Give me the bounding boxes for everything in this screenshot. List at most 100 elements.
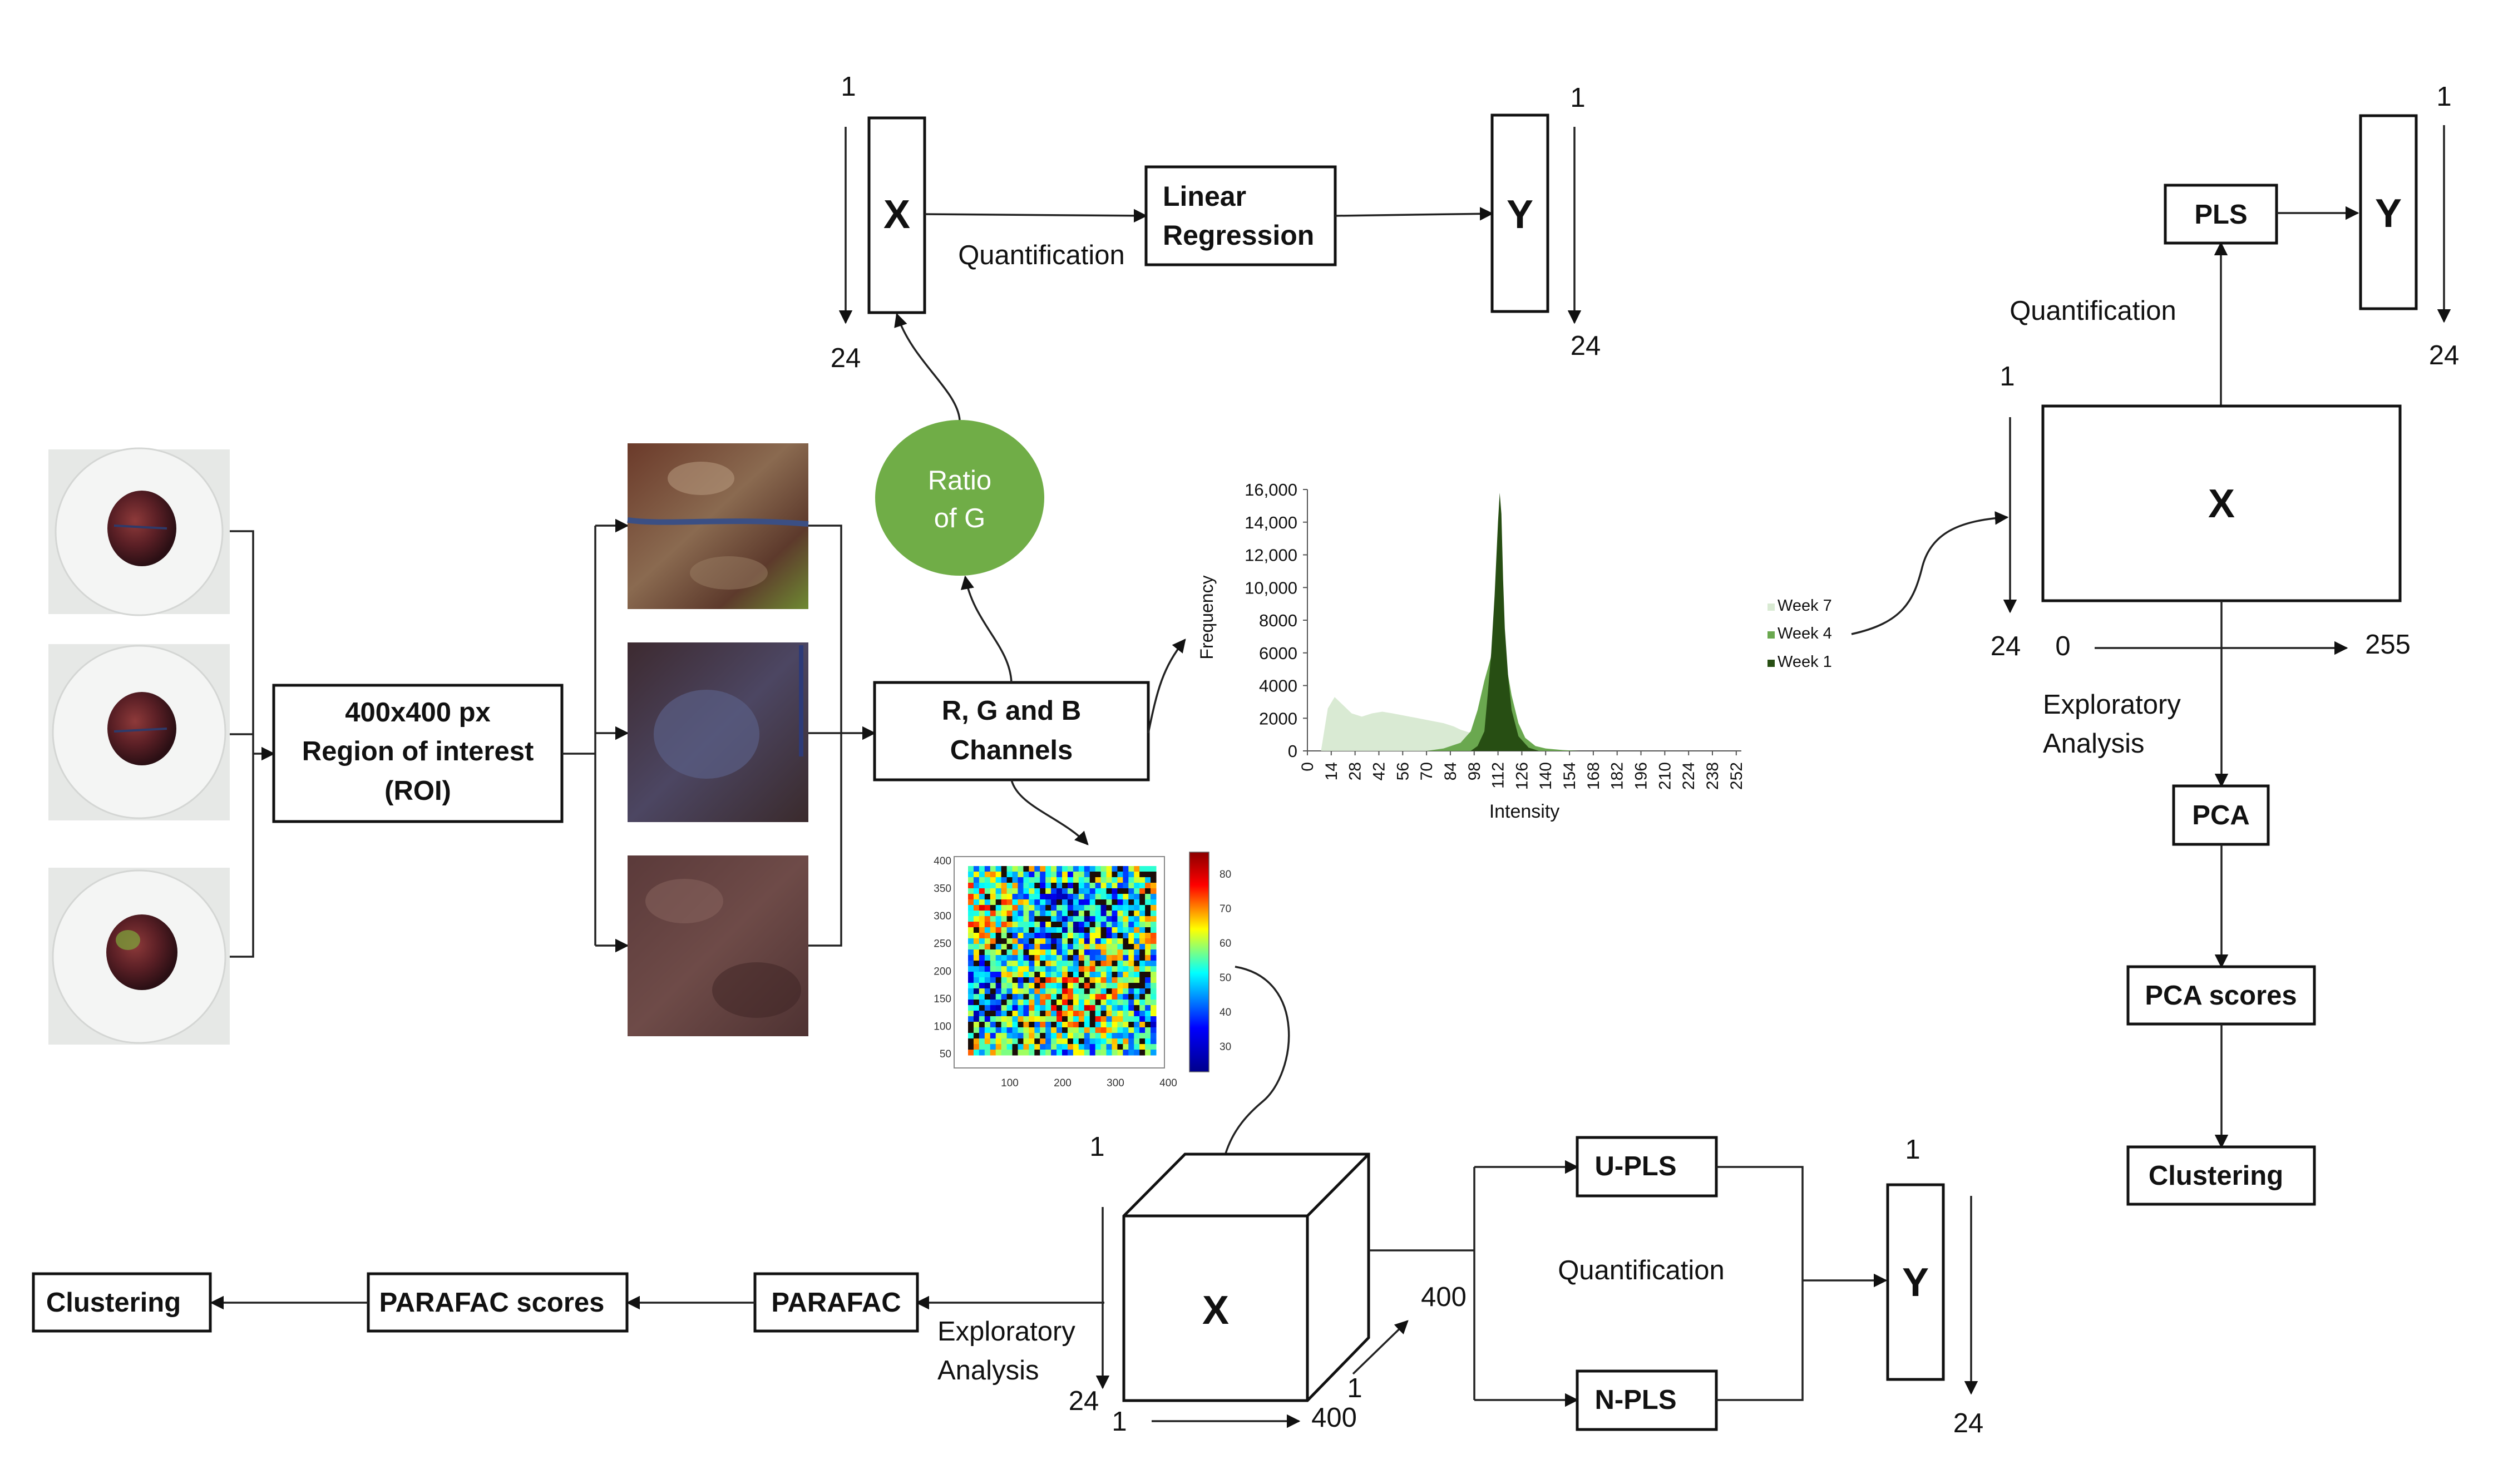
heatmap-cell (1089, 1033, 1096, 1039)
heatmap-cell (1134, 933, 1140, 939)
heatmap-cell (984, 888, 991, 894)
heatmap-cell (1029, 877, 1035, 883)
heatmap-cell (1100, 1027, 1107, 1033)
heatmap-cell (1084, 922, 1090, 928)
heatmap-cell (990, 1033, 996, 1039)
heatmap-cell (1100, 1022, 1107, 1028)
heatmap-cell (973, 944, 980, 950)
heatmap-cell (1023, 961, 1029, 967)
heatmap-cell (1045, 933, 1051, 939)
svg-text:Clustering: Clustering (2149, 1161, 2283, 1191)
heatmap-cell (1100, 1016, 1107, 1022)
histogram-series-week7 (1307, 697, 1580, 751)
heatmap-cell (1145, 1000, 1151, 1006)
heatmap-cell (1045, 944, 1051, 950)
heatmap-cell (1029, 1022, 1035, 1028)
heatmap-cell (1123, 1038, 1129, 1045)
heatmap-cell (1089, 927, 1096, 933)
heatmap-cell (1078, 922, 1085, 928)
heatmap-cell (1062, 1016, 1068, 1022)
heatmap-cell (1056, 894, 1063, 900)
heatmap-cell (1051, 966, 1057, 972)
heatmap-cell (1012, 1022, 1018, 1028)
heatmap-cell (968, 955, 974, 961)
heatmap-cell (1034, 949, 1040, 956)
heatmap-cell (1145, 983, 1151, 989)
heatmap-cell (1056, 938, 1063, 944)
heatmap-cell (1029, 977, 1035, 983)
heatmap-cell (1056, 1033, 1063, 1039)
heatmap-cell (1151, 994, 1157, 1000)
heatmap-cell (1139, 994, 1146, 1000)
heatmap-cell (1006, 911, 1013, 917)
heatmap-cell (1023, 938, 1029, 944)
heatmap-cell (1012, 877, 1018, 883)
heatmap-cell (1040, 966, 1046, 972)
heatmap-cell (1128, 1005, 1134, 1011)
heatmap-cell (1067, 927, 1074, 933)
heatmap-cell (1062, 994, 1068, 1000)
heatmap-cell (1117, 933, 1123, 939)
heatmap-y-tick: 350 (934, 883, 951, 895)
heatmap-cell (1095, 977, 1102, 983)
heatmap-cell (1117, 911, 1123, 917)
heatmap-cell (1045, 888, 1051, 894)
heatmap-cell (1056, 955, 1063, 961)
heatmap-cell (1012, 911, 1018, 917)
heatmap-cell (1117, 866, 1123, 872)
svg-text:Analysis: Analysis (2043, 729, 2144, 759)
heatmap-cell (1123, 883, 1129, 889)
heatmap-cell (979, 988, 985, 995)
heatmap-cell (973, 955, 980, 961)
heatmap-cell (1139, 949, 1146, 956)
heatmap-cell (984, 1005, 991, 1011)
heatmap-cell (1151, 922, 1157, 928)
heatmap-cell (1001, 1038, 1008, 1045)
heatmap-cell (1112, 1011, 1118, 1017)
heatmap-cell (1145, 883, 1151, 889)
heatmap-cell (1084, 1050, 1090, 1056)
heatmap-cell (1029, 922, 1035, 928)
heatmap-cell (1106, 888, 1112, 894)
heatmap-cell (1139, 877, 1146, 883)
heatmap-cell (1117, 899, 1123, 906)
heatmap-cell (1045, 955, 1051, 961)
heatmap-cell (968, 966, 974, 972)
heatmap-cell (1134, 994, 1140, 1000)
svg-text:PCA scores: PCA scores (2145, 981, 2297, 1011)
heatmap-cell (1040, 1000, 1046, 1006)
heatmap-cell (1034, 988, 1040, 995)
heatmap-cell (1029, 894, 1035, 900)
heatmap-cell (1062, 877, 1068, 883)
heatmap-cell (1112, 961, 1118, 967)
heatmap-cell (1151, 933, 1157, 939)
heatmap-cell (995, 949, 1002, 956)
heatmap-cell (1062, 933, 1068, 939)
heatmap-cell (1051, 933, 1057, 939)
heatmap-cell (1067, 944, 1074, 950)
heatmap-cell (1034, 916, 1040, 922)
heatmap-cell (1112, 1016, 1118, 1022)
heatmap-cell (1145, 866, 1151, 872)
heatmap-cell (1123, 944, 1129, 950)
heatmap-y-tick: 50 (940, 1048, 951, 1060)
svg-text:1: 1 (1089, 1132, 1104, 1162)
heatmap-cell (1018, 899, 1024, 906)
heatmap-cell (1151, 927, 1157, 933)
heatmap-cell (1134, 1044, 1140, 1050)
heatmap-cell (1040, 916, 1046, 922)
heatmap-cell (968, 1033, 974, 1039)
heatmap-cell (1023, 894, 1029, 900)
heatmap-cell (984, 1022, 991, 1028)
heatmap-cell (990, 1038, 996, 1045)
heatmap-cell (1006, 1000, 1013, 1006)
heatmap-cell (1134, 916, 1140, 922)
heatmap-cell (979, 922, 985, 928)
heatmap-cell (1073, 1005, 1079, 1011)
heatmap-cell (1067, 938, 1074, 944)
heatmap-cell (1134, 944, 1140, 950)
heatmap-cell (1062, 1005, 1068, 1011)
heatmap-cell (990, 1044, 996, 1050)
heatmap-cell (1095, 888, 1102, 894)
heatmap-cell (1123, 961, 1129, 967)
